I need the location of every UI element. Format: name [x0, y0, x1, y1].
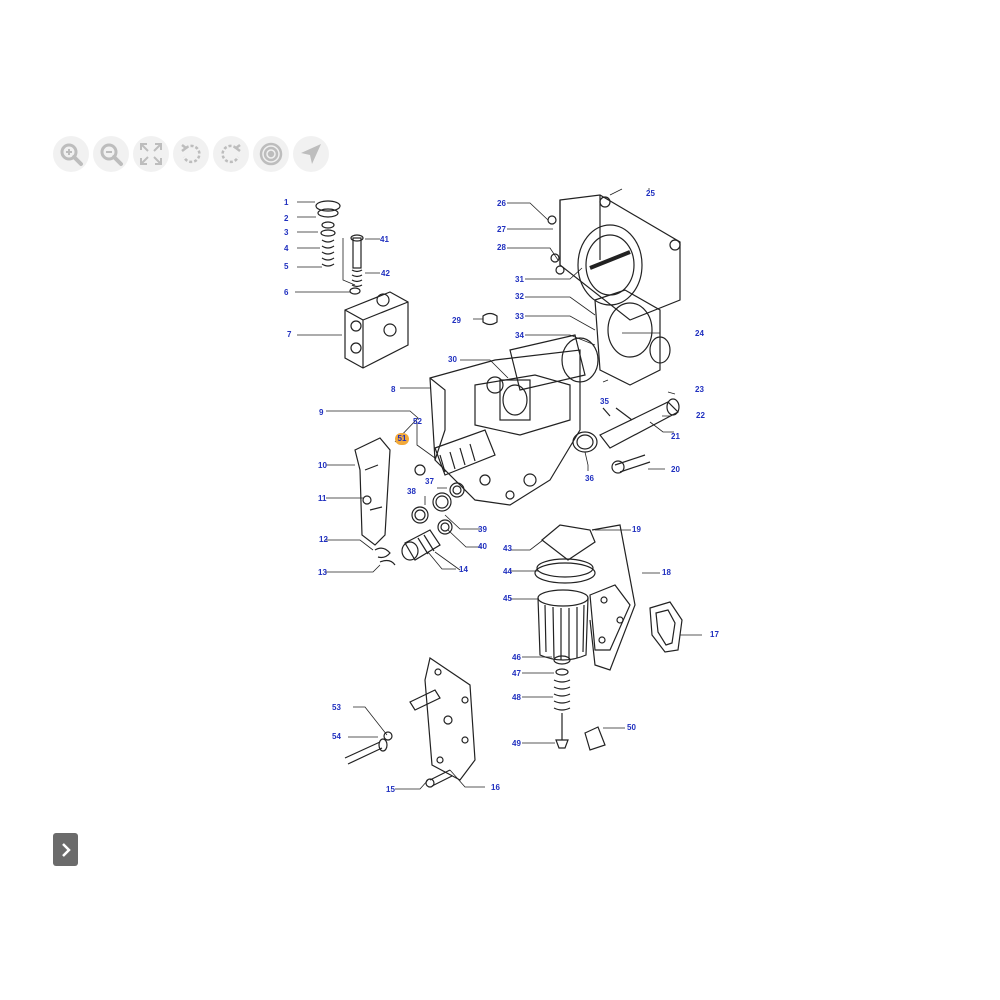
rotate-left-icon: [181, 144, 201, 164]
rotate-left-button[interactable]: [173, 136, 209, 172]
callout-label-47[interactable]: 47: [512, 669, 521, 678]
callout-label-43[interactable]: 43: [503, 544, 512, 553]
fit-screen-button[interactable]: [133, 136, 169, 172]
callout-label-37[interactable]: 37: [425, 477, 434, 486]
zoom-out-button[interactable]: [93, 136, 129, 172]
callout-label-19[interactable]: 19: [632, 525, 641, 534]
center-button[interactable]: [253, 136, 289, 172]
callout-label-46[interactable]: 46: [512, 653, 521, 662]
callout-label-40[interactable]: 40: [478, 542, 487, 551]
expand-arrows-icon: [140, 143, 162, 165]
callout-label-15[interactable]: 15: [386, 785, 395, 794]
callout-label-13[interactable]: 13: [318, 568, 327, 577]
callout-label-34[interactable]: 34: [515, 331, 524, 340]
callout-label-45[interactable]: 45: [503, 594, 512, 603]
callout-label-48[interactable]: 48: [512, 693, 521, 702]
callout-label-51[interactable]: 51: [395, 433, 409, 445]
callout-label-54[interactable]: 54: [332, 732, 341, 741]
callout-label-2[interactable]: 2: [284, 214, 289, 223]
callout-label-36[interactable]: 36: [585, 474, 594, 483]
callout-label-44[interactable]: 44: [503, 567, 512, 576]
callout-label-35[interactable]: 35: [600, 397, 609, 406]
callout-label-18[interactable]: 18: [662, 568, 671, 577]
chevron-right-icon: [61, 842, 71, 857]
callout-label-21[interactable]: 21: [671, 432, 680, 441]
callout-label-32[interactable]: 32: [515, 292, 524, 301]
rotate-right-button[interactable]: [213, 136, 249, 172]
callout-label-14[interactable]: 14: [459, 565, 468, 574]
callout-label-25[interactable]: 25: [646, 189, 655, 198]
callout-label-20[interactable]: 20: [671, 465, 680, 474]
callout-label-4[interactable]: 4: [284, 244, 289, 253]
callout-label-3[interactable]: 3: [284, 228, 289, 237]
navigate-button[interactable]: [293, 136, 329, 172]
callout-label-53[interactable]: 53: [332, 703, 341, 712]
parts-diagram: [270, 180, 740, 810]
callout-label-5[interactable]: 5: [284, 262, 289, 271]
target-icon: [259, 142, 283, 166]
callout-label-30[interactable]: 30: [448, 355, 457, 364]
callout-label-49[interactable]: 49: [512, 739, 521, 748]
navigation-arrow-icon: [301, 144, 321, 164]
callout-label-41[interactable]: 41: [380, 235, 389, 244]
callout-label-42[interactable]: 42: [381, 269, 390, 278]
callout-label-28[interactable]: 28: [497, 243, 506, 252]
callout-label-1[interactable]: 1: [284, 198, 289, 207]
viewer-toolbar: [53, 136, 329, 172]
callout-label-33[interactable]: 33: [515, 312, 524, 321]
callout-label-11[interactable]: 11: [318, 494, 327, 503]
callout-label-17[interactable]: 17: [710, 630, 719, 639]
callout-label-9[interactable]: 9: [319, 408, 324, 417]
zoom-in-icon: [60, 143, 83, 166]
callout-label-12[interactable]: 12: [319, 535, 328, 544]
side-panel-toggle[interactable]: [53, 833, 78, 866]
callout-label-38[interactable]: 38: [407, 487, 416, 496]
callout-label-26[interactable]: 26: [497, 199, 506, 208]
callout-label-22[interactable]: 22: [696, 411, 705, 420]
callout-label-23[interactable]: 23: [695, 385, 704, 394]
callout-label-27[interactable]: 27: [497, 225, 506, 234]
callout-label-31[interactable]: 31: [515, 275, 524, 284]
callout-label-39[interactable]: 39: [478, 525, 487, 534]
callout-label-16[interactable]: 16: [491, 783, 500, 792]
callout-label-6[interactable]: 6: [284, 288, 289, 297]
zoom-out-icon: [100, 143, 123, 166]
zoom-in-button[interactable]: [53, 136, 89, 172]
callout-label-52[interactable]: 52: [413, 417, 422, 426]
callout-label-29[interactable]: 29: [452, 316, 461, 325]
callout-label-7[interactable]: 7: [287, 330, 292, 339]
callout-label-10[interactable]: 10: [318, 461, 327, 470]
parts-drawing: [295, 188, 702, 790]
rotate-right-icon: [221, 144, 241, 164]
callout-label-50[interactable]: 50: [627, 723, 636, 732]
callout-label-24[interactable]: 24: [695, 329, 704, 338]
callout-label-8[interactable]: 8: [391, 385, 396, 394]
